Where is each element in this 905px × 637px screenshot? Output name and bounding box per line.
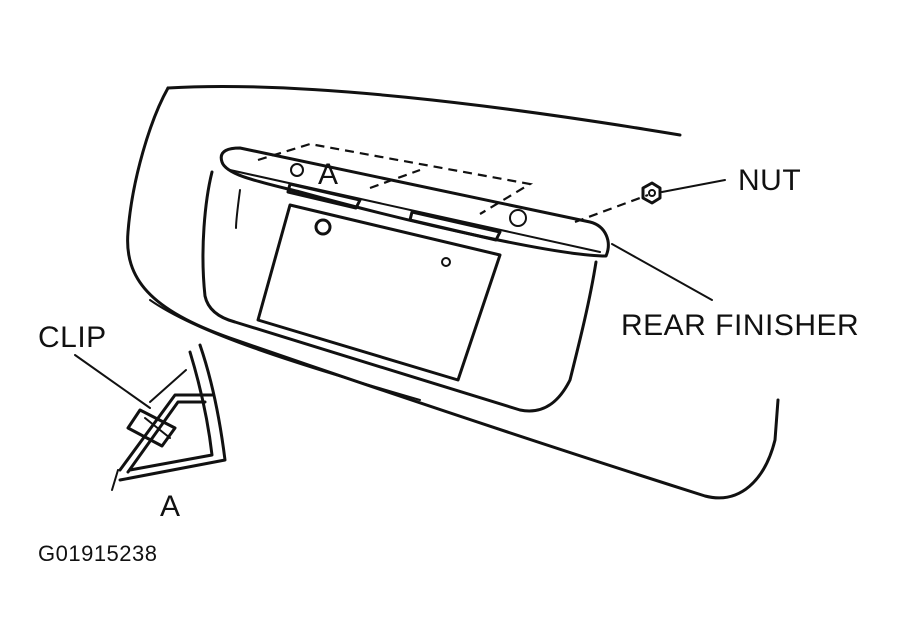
a-label-bottom: A [160,490,181,523]
rear-finisher-bar [219,146,610,258]
a-label-top: A [318,158,339,191]
figure-code: G01915238 [38,541,158,566]
dashed-line-mid [369,168,421,190]
nut-label: NUT [738,164,802,197]
plate-bolt-left [314,218,332,236]
license-plate [256,203,502,382]
clip-detail-inset [111,343,227,491]
nut-icon [641,181,662,205]
stud-hole-left [290,163,304,177]
trunk-lid-lower-fold [149,299,421,401]
plate-recess-inner-left [235,189,241,229]
clip-leader-line [74,354,151,409]
rear-finisher-leader-line [611,243,713,301]
dashed-line-top [257,142,534,215]
dashed-line-right [574,193,649,224]
clip-tab-left [286,182,362,210]
trunk-lid-outline [126,86,780,500]
plate-recess [201,170,598,413]
clip-tab-right [408,210,502,242]
stud-hole-right [509,209,527,227]
clip-label: CLIP [38,321,107,354]
trunk-lid-top-edge [166,84,682,137]
rear-finisher-label: REAR FINISHER [621,309,860,342]
plate-bolt-right [441,257,451,267]
nut-leader-line [661,179,726,193]
